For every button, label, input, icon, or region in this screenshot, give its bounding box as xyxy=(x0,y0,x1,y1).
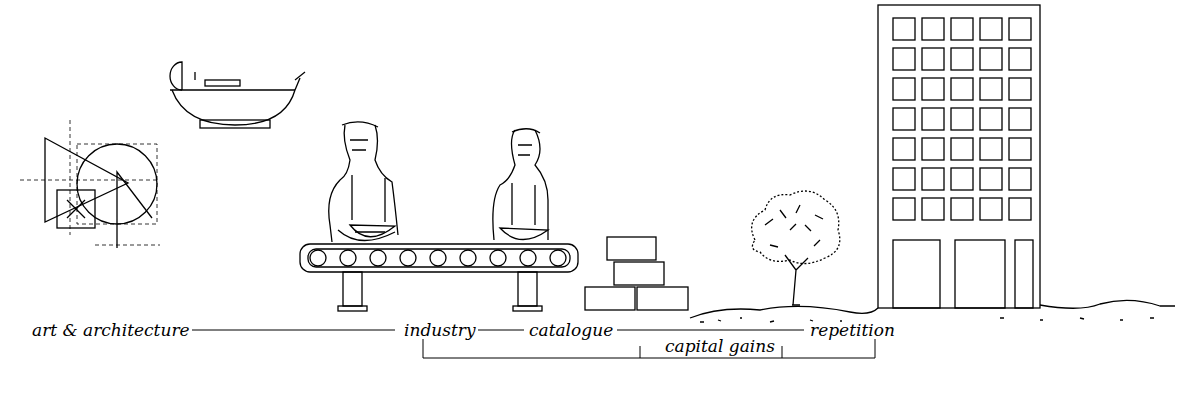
window xyxy=(922,48,944,70)
window xyxy=(893,168,915,190)
window xyxy=(980,18,1002,40)
kettle xyxy=(170,62,305,128)
window xyxy=(980,168,1002,190)
window xyxy=(893,78,915,100)
handwritten-label: art & architecture xyxy=(30,322,192,339)
tree xyxy=(752,191,840,305)
window xyxy=(980,108,1002,130)
ground xyxy=(690,300,1175,322)
window xyxy=(951,78,973,100)
handwritten-label: catalogue xyxy=(527,322,615,339)
window xyxy=(951,198,973,220)
window xyxy=(951,18,973,40)
window xyxy=(980,198,1002,220)
window xyxy=(1009,48,1031,70)
window xyxy=(1009,168,1031,190)
workers xyxy=(329,122,548,242)
handwritten-label: repetition xyxy=(808,322,897,339)
window xyxy=(951,48,973,70)
window xyxy=(951,168,973,190)
bricks xyxy=(585,237,688,310)
window xyxy=(980,138,1002,160)
window xyxy=(893,18,915,40)
conveyor-belt xyxy=(300,244,578,311)
window xyxy=(922,168,944,190)
window xyxy=(893,138,915,160)
window xyxy=(922,18,944,40)
geometric-shapes xyxy=(20,120,160,248)
window xyxy=(893,108,915,130)
window xyxy=(1009,78,1031,100)
window xyxy=(1009,198,1031,220)
handwritten-label: industry xyxy=(402,322,478,339)
handwritten-label: capital gains xyxy=(663,338,777,355)
window xyxy=(951,138,973,160)
building xyxy=(878,5,1040,308)
window xyxy=(922,108,944,130)
window xyxy=(922,78,944,100)
window xyxy=(922,198,944,220)
window xyxy=(1009,108,1031,130)
window xyxy=(980,78,1002,100)
window xyxy=(1009,18,1031,40)
window xyxy=(980,48,1002,70)
window xyxy=(922,138,944,160)
window xyxy=(951,108,973,130)
window xyxy=(1009,138,1031,160)
window xyxy=(893,48,915,70)
window xyxy=(893,198,915,220)
